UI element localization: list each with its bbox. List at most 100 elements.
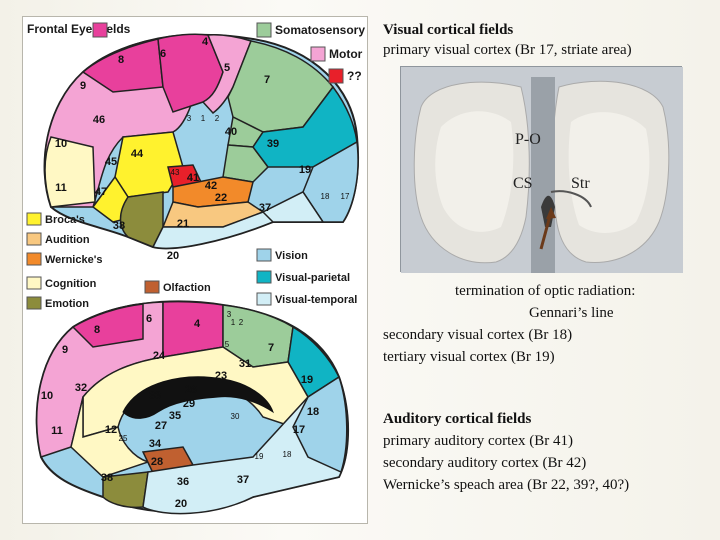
medial-area-7: 7 xyxy=(268,342,274,354)
area-3: 3 xyxy=(187,114,192,123)
legend-cognition: Cognition xyxy=(45,278,97,290)
medial-area-17: 17 xyxy=(293,424,305,436)
scan-label-str: Str xyxy=(571,175,590,192)
medial-area-1: 1 xyxy=(231,318,236,327)
visual-caption: termination of optic radiation: Gennari’… xyxy=(383,280,713,368)
swatch-visual-parietal xyxy=(256,270,272,284)
swatch-visual-temporal xyxy=(256,292,272,306)
swatch-broca xyxy=(26,212,42,226)
brodmann-svg: 4 6 8 5 7 9 46 3 1 2 40 39 10 44 45 43 4… xyxy=(26,22,365,515)
legend-wernicke: Wernicke's xyxy=(45,254,102,266)
area-46: 46 xyxy=(93,114,105,126)
area-20: 20 xyxy=(167,250,179,262)
area-42: 42 xyxy=(205,180,217,192)
swatch-olfaction xyxy=(144,280,160,294)
medial-area-31: 31 xyxy=(239,358,251,370)
legend-visual-temporal: Visual-temporal xyxy=(275,294,357,306)
legend-motor: Motor xyxy=(329,47,363,61)
area-47: 47 xyxy=(95,186,107,198)
area-37: 37 xyxy=(259,202,271,214)
area-21: 21 xyxy=(177,218,189,230)
medial-area-23: 23 xyxy=(215,370,227,382)
medial-area-28: 28 xyxy=(151,456,163,468)
legend-frontal-eye-fields: Frontal Eye Fields xyxy=(27,22,131,36)
caption-line-3: secondary visual cortex (Br 18) xyxy=(383,327,573,343)
area-1: 1 xyxy=(201,114,206,123)
medial-area-4: 4 xyxy=(194,318,201,330)
legend-olfaction: Olfaction xyxy=(163,282,211,294)
legend-middle-right: Vision Visual-parietal Olfaction Visual-… xyxy=(144,248,357,306)
legend-emotion: Emotion xyxy=(45,298,89,310)
swatch-emotion xyxy=(26,296,42,310)
area-4: 4 xyxy=(202,36,209,48)
area-19: 19 xyxy=(299,164,311,176)
caption-line-2: Gennari’s line xyxy=(529,305,614,321)
area-8: 8 xyxy=(118,54,124,66)
caption-line-4: tertiary visual cortex (Br 19) xyxy=(383,349,555,365)
scan-label-cs: CS xyxy=(513,175,533,192)
medial-area-2: 2 xyxy=(239,318,244,327)
visual-subtitle: primary visual cortex (Br 17, striate ar… xyxy=(383,42,632,58)
area-11: 11 xyxy=(55,182,67,194)
visual-title: Visual cortical fields xyxy=(383,22,514,38)
medial-area-37: 37 xyxy=(237,474,249,486)
legend-vision: Vision xyxy=(275,250,308,262)
area-45: 45 xyxy=(105,156,117,168)
area-18: 18 xyxy=(321,192,330,201)
area-22: 22 xyxy=(215,192,227,204)
swatch-vision xyxy=(256,248,272,262)
legend-unknown: ?? xyxy=(347,69,362,83)
medial-area-33: 33 xyxy=(149,390,161,402)
area-44: 44 xyxy=(131,148,144,160)
brain-section-image: P-O CS Str xyxy=(400,66,683,273)
area-9: 9 xyxy=(80,80,86,92)
area-38: 38 xyxy=(113,220,125,232)
area-7: 7 xyxy=(264,74,270,86)
auditory-section: Auditory cortical fields primary auditor… xyxy=(383,408,713,496)
area-41: 41 xyxy=(187,172,199,184)
legend-broca: Broca's xyxy=(45,214,85,226)
medial-area-32: 32 xyxy=(75,382,87,394)
swatch-motor xyxy=(310,46,326,62)
brain-section-svg xyxy=(401,67,683,273)
medial-brain: 3 1 2 6 4 8 5 7 9 24 31 23 19 32 33 26 2… xyxy=(35,300,350,515)
medial-area-36: 36 xyxy=(177,476,189,488)
medial-area-9: 9 xyxy=(62,344,68,356)
medial-area-30: 30 xyxy=(231,412,240,421)
medial-area-3: 3 xyxy=(227,310,232,319)
area-10: 10 xyxy=(55,138,67,150)
medial-area-5: 5 xyxy=(225,340,230,349)
medial-area-26: 26 xyxy=(185,384,197,396)
medial-area-12: 12 xyxy=(105,424,117,436)
legend-middle-left: Broca's Audition Wernicke's Cognition Em… xyxy=(26,212,102,310)
caption-line-1: termination of optic radiation: xyxy=(455,283,636,299)
brodmann-diagram: 4 6 8 5 7 9 46 3 1 2 40 39 10 44 45 43 4… xyxy=(22,16,368,524)
auditory-line-3: Wernicke’s speach area (Br 22, 39?, 40?) xyxy=(383,477,630,493)
lateral-brain: 4 6 8 5 7 9 46 3 1 2 40 39 10 44 45 43 4… xyxy=(43,33,360,262)
medial-area-25: 25 xyxy=(119,434,128,443)
swatch-frontal-eye-fields xyxy=(92,22,108,38)
medial-area-18-bottom: 18 xyxy=(283,450,292,459)
medial-area-20: 20 xyxy=(175,498,187,510)
legend-audition: Audition xyxy=(45,234,90,246)
medial-area-38: 38 xyxy=(101,472,113,484)
medial-area-6: 6 xyxy=(146,313,152,325)
area-2: 2 xyxy=(215,114,220,123)
medial-area-8: 8 xyxy=(94,324,100,336)
medial-area-35: 35 xyxy=(169,410,181,422)
medial-area-19-bottom: 19 xyxy=(255,452,264,461)
area-17: 17 xyxy=(341,192,350,201)
legend-visual-parietal: Visual-parietal xyxy=(275,272,350,284)
medial-area-18-top: 18 xyxy=(307,406,319,418)
medial-area-10: 10 xyxy=(41,390,53,402)
swatch-wernicke xyxy=(26,252,42,266)
medial-area-29: 29 xyxy=(183,398,195,410)
swatch-cognition xyxy=(26,276,42,290)
auditory-line-2: secondary auditory cortex (Br 42) xyxy=(383,455,587,471)
area-39: 39 xyxy=(267,138,279,150)
medial-area-11: 11 xyxy=(51,425,63,437)
swatch-somatosensory xyxy=(256,22,272,38)
legend-top: Frontal Eye Fields Somatosensory Motor ?… xyxy=(27,22,365,84)
medial-area-numbers: 3 1 2 6 4 8 5 7 9 24 31 23 19 32 33 26 2… xyxy=(41,310,319,510)
medial-area-27: 27 xyxy=(155,420,167,432)
